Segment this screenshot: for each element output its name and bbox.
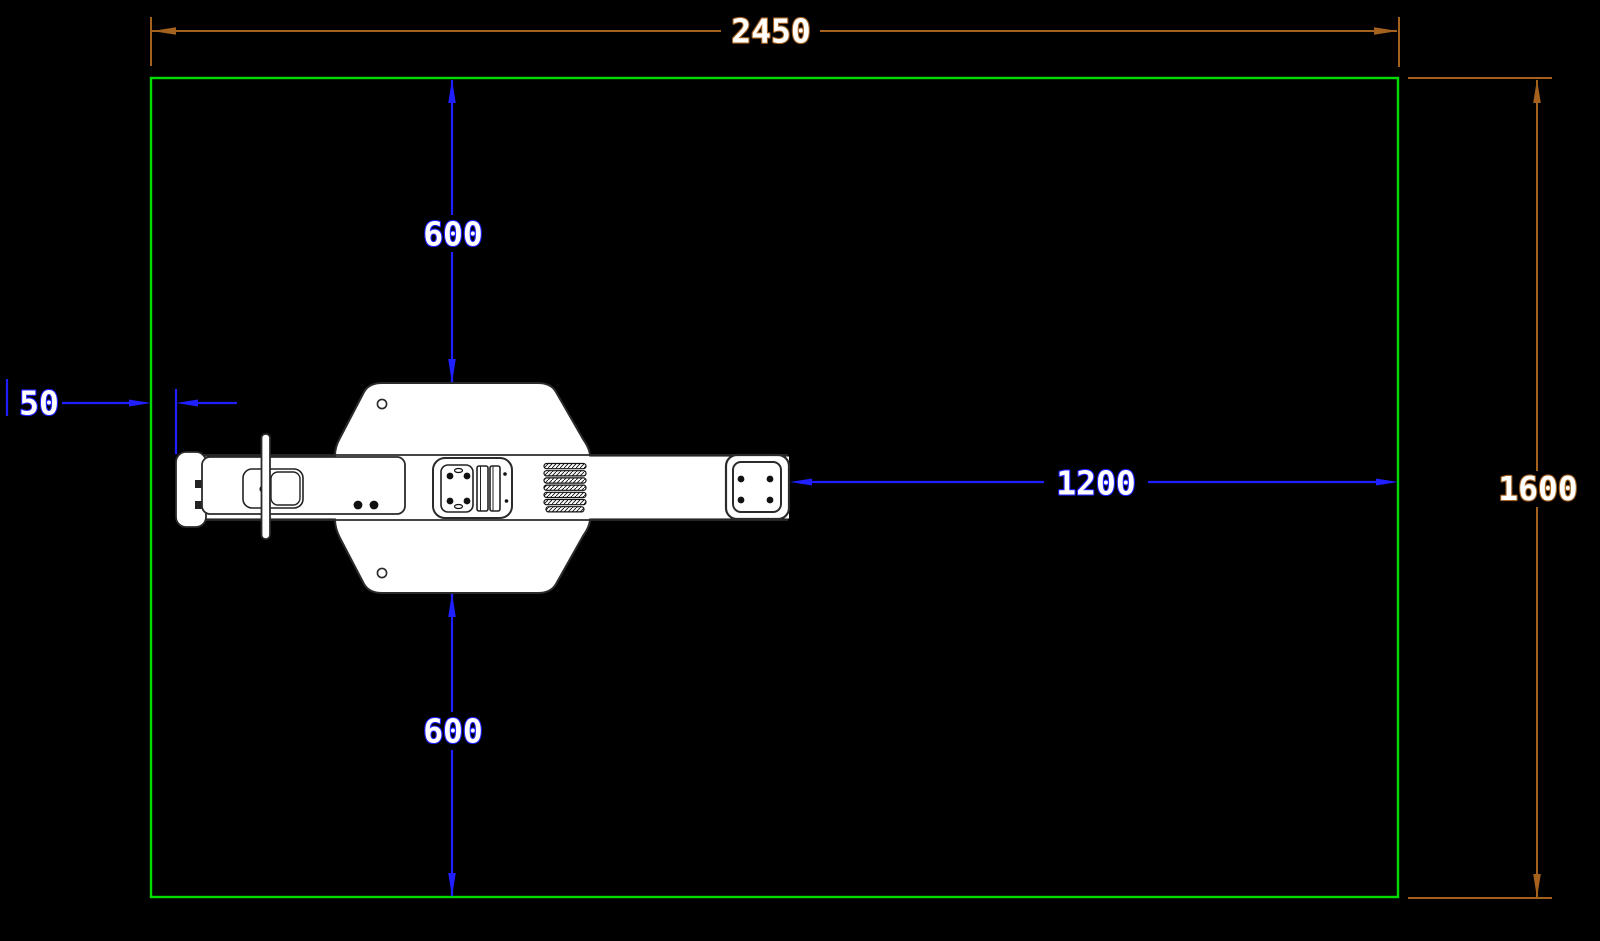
dim-total-width (150, 17, 1400, 67)
arrowhead-left-icon (176, 399, 198, 407)
arrowhead-up-icon (448, 79, 456, 103)
vent-grille (543, 462, 587, 513)
dim-bottom-clearance (448, 593, 456, 897)
bolt-dot (353, 500, 363, 510)
arrowhead-up-icon (448, 593, 456, 617)
vent-slot (545, 506, 585, 513)
vent-slot (543, 462, 587, 470)
arrowhead-right-icon (1374, 27, 1398, 35)
slot (453, 503, 464, 510)
vent-slot (543, 484, 587, 491)
machine-part (175, 382, 791, 594)
right-pad-inner (732, 461, 782, 513)
dim-top-clearance-label: 600 (423, 215, 483, 254)
vent-slot (543, 470, 587, 477)
vent-slot (543, 477, 587, 484)
bolt-dot (369, 500, 379, 510)
cross-bar (260, 433, 271, 540)
rail (476, 465, 489, 512)
plate-hole-bottom (376, 567, 388, 579)
bolt-dot (766, 475, 774, 483)
bolt-dot (446, 497, 454, 505)
dim-bottom-clearance-label: 600 (423, 712, 483, 751)
arm-window (242, 468, 304, 509)
bolt-dot (737, 496, 745, 504)
bolt-dot (446, 472, 454, 480)
dim-top-clearance (448, 79, 456, 383)
arrowhead-down-icon (1533, 874, 1541, 898)
dim-left-offset (5, 379, 237, 454)
vent-slot (543, 498, 587, 506)
arrowhead-left-icon (790, 478, 812, 486)
dim-right-clearance-label: 1200 (1056, 464, 1135, 503)
arrowhead-right-icon (1376, 478, 1398, 486)
dim-total-height-label: 1600 (1498, 469, 1577, 508)
dim-total-width-label: 2450 (731, 12, 810, 51)
arrowhead-up-icon (1533, 79, 1541, 103)
bolt-dot (463, 472, 471, 480)
pin-dot (503, 472, 507, 476)
arm-window-inner (270, 471, 301, 506)
left-cap-tab (195, 501, 204, 509)
slot (453, 467, 464, 474)
dim-total-height (1408, 77, 1552, 899)
bolt-dot (766, 496, 774, 504)
arrowhead-right-icon (129, 399, 151, 407)
left-cap-tab (195, 480, 204, 488)
boundary-rect (149, 76, 1400, 899)
central-pad-inner (440, 464, 474, 513)
dim-right-clearance (790, 478, 1398, 486)
bolt-dot (463, 497, 471, 505)
rail (489, 465, 501, 512)
dim-left-offset-label: 50 (19, 384, 59, 423)
arrowhead-down-icon (448, 359, 456, 383)
plate-hole-top (376, 398, 388, 410)
bolt-dot (737, 475, 745, 483)
pin-dot (504, 499, 509, 503)
vent-slot (543, 491, 587, 499)
arrowhead-down-icon (448, 873, 456, 897)
arrowhead-left-icon (152, 27, 176, 35)
